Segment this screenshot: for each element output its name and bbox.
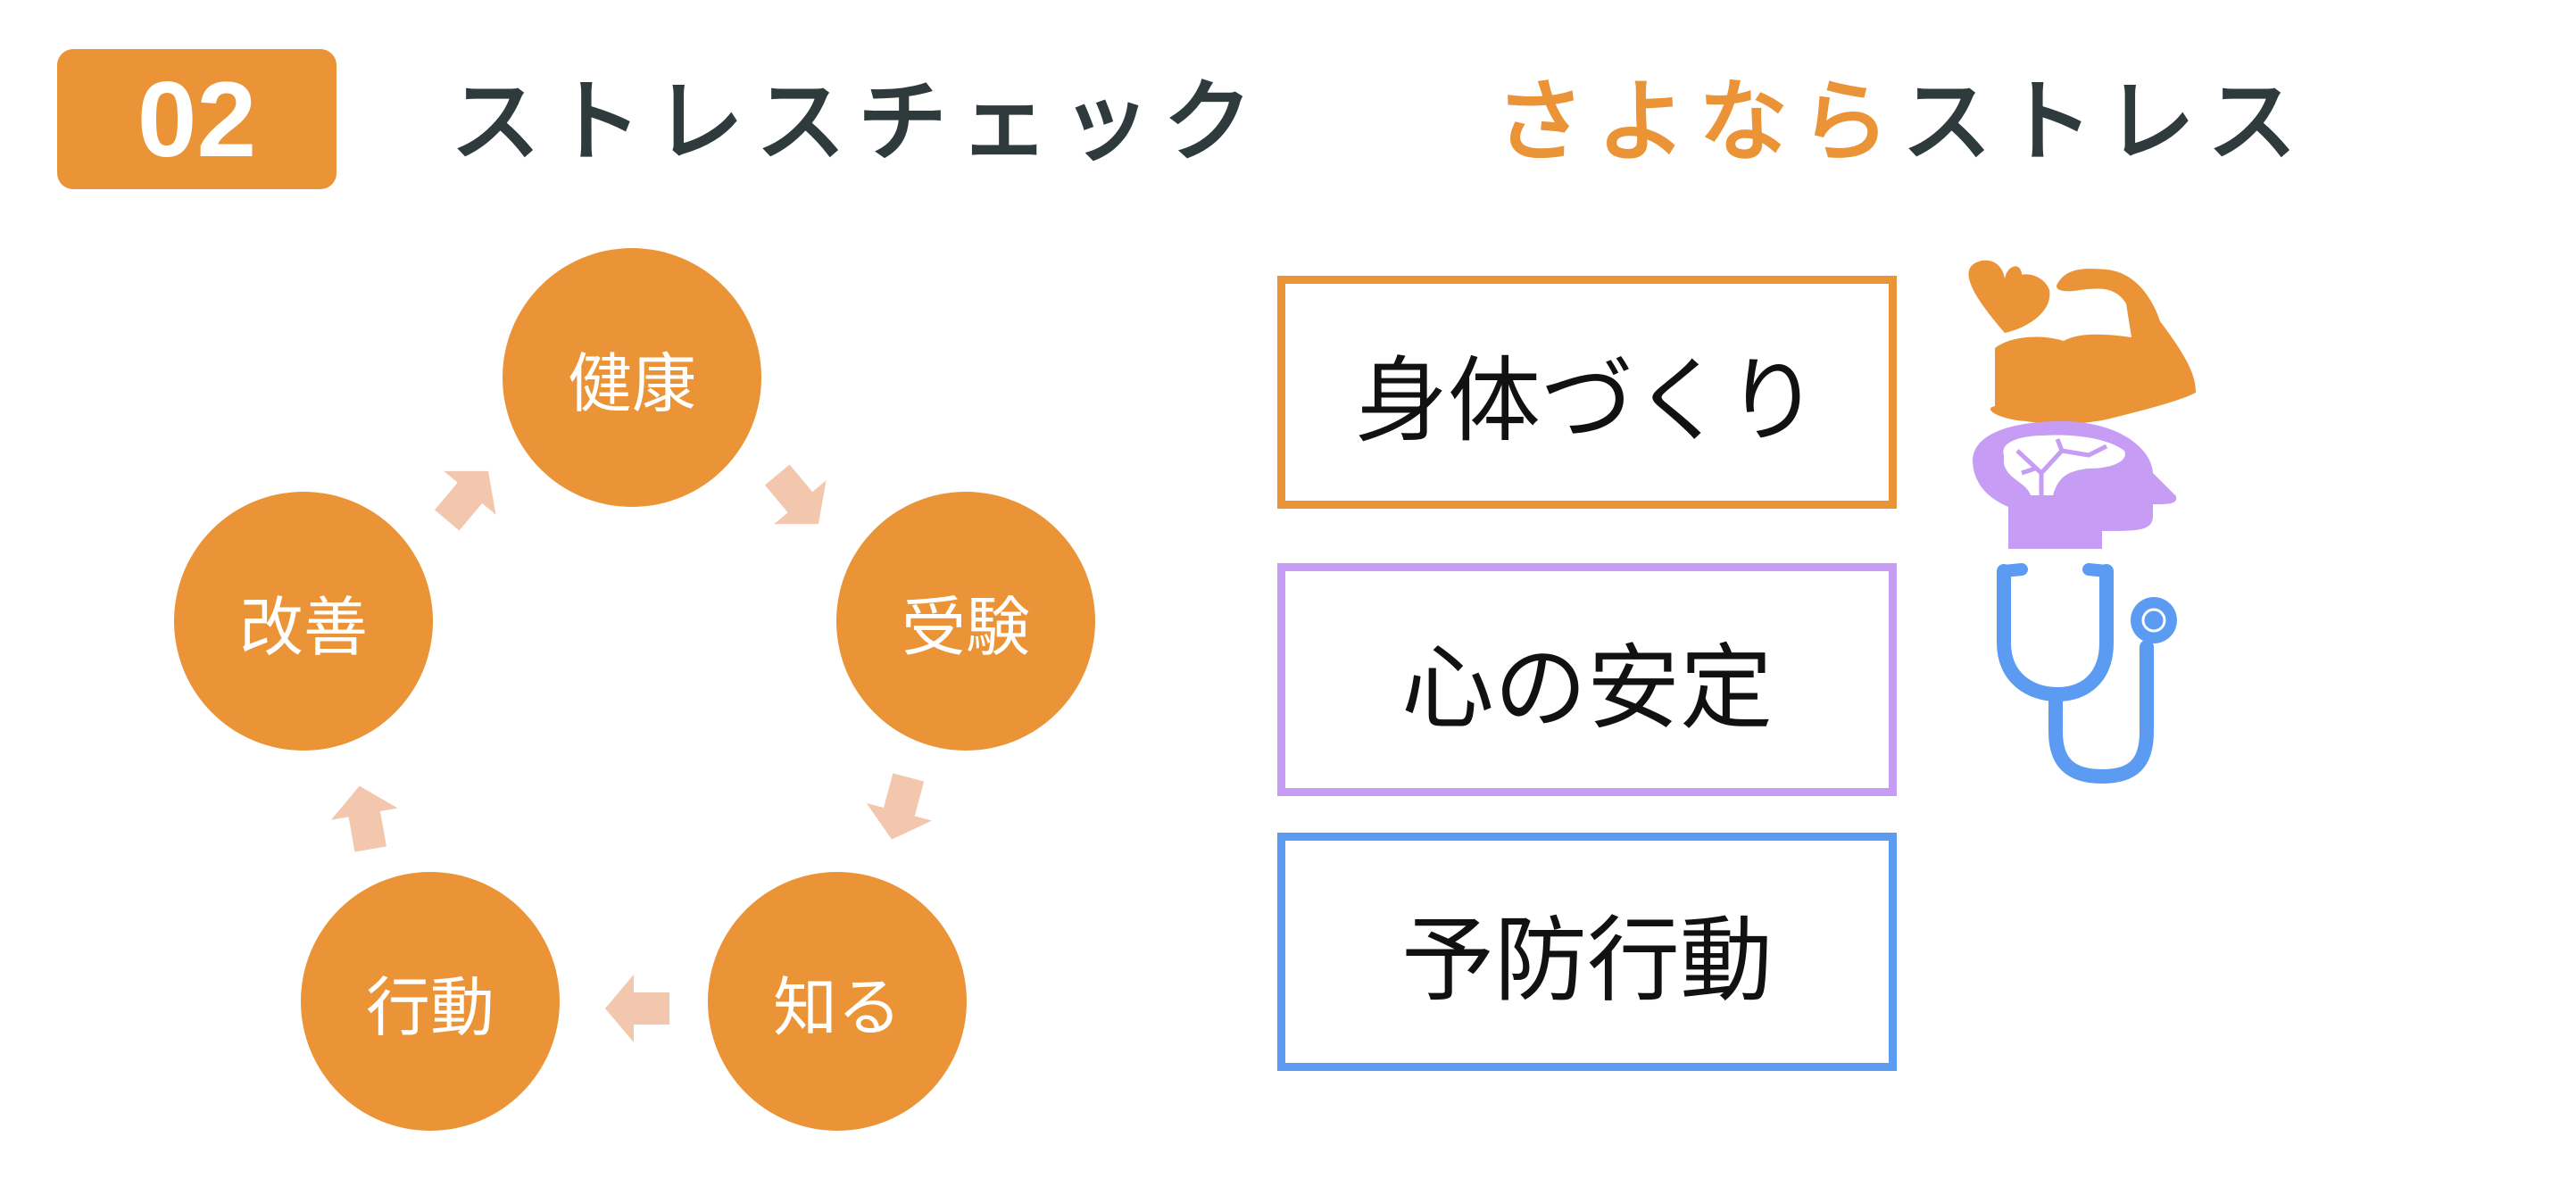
action-label: 予防行動 (1400, 906, 1773, 1015)
cycle-node-label: 改善 (238, 589, 368, 665)
stethoscope-icon (1997, 563, 2177, 784)
arrow-icon (605, 975, 669, 1042)
arrow-icon (764, 464, 827, 525)
subtitle-highlight: さよなら (1495, 70, 1902, 174)
action-label: 心の安定 (1400, 634, 1773, 743)
head-brain-icon (1973, 421, 2177, 549)
cycle-node-label: 行動 (365, 969, 494, 1045)
arrow-icon (866, 773, 933, 840)
action-box-body: 身体づくり (1277, 276, 1897, 509)
page-subtitle: さよならストレス (1495, 55, 2309, 189)
cycle-node-improve: 改善 (174, 492, 433, 751)
section-number-badge: 02 (57, 49, 337, 189)
cycle-node-label: 受験 (901, 589, 1030, 665)
page-title: ストレスチェック (451, 70, 1265, 174)
arrow-icon (434, 470, 496, 531)
subtitle-rest: ストレス (1902, 70, 2309, 174)
action-box-mind: 心の安定 (1277, 563, 1897, 796)
cycle-node-label: 知る (772, 969, 902, 1045)
cycle-node-health: 健康 (503, 248, 761, 507)
cycle-node-exam: 受験 (836, 492, 1095, 751)
cycle-node-label: 健康 (567, 345, 696, 421)
flexed-arm-heart-icon (1968, 260, 2196, 425)
arrow-icon (330, 785, 398, 852)
cycle-node-know: 知る (708, 872, 967, 1131)
cycle-node-action: 行動 (301, 872, 560, 1131)
action-label: 身体づくり (1354, 346, 1819, 455)
action-box-prevention: 予防行動 (1277, 833, 1897, 1071)
